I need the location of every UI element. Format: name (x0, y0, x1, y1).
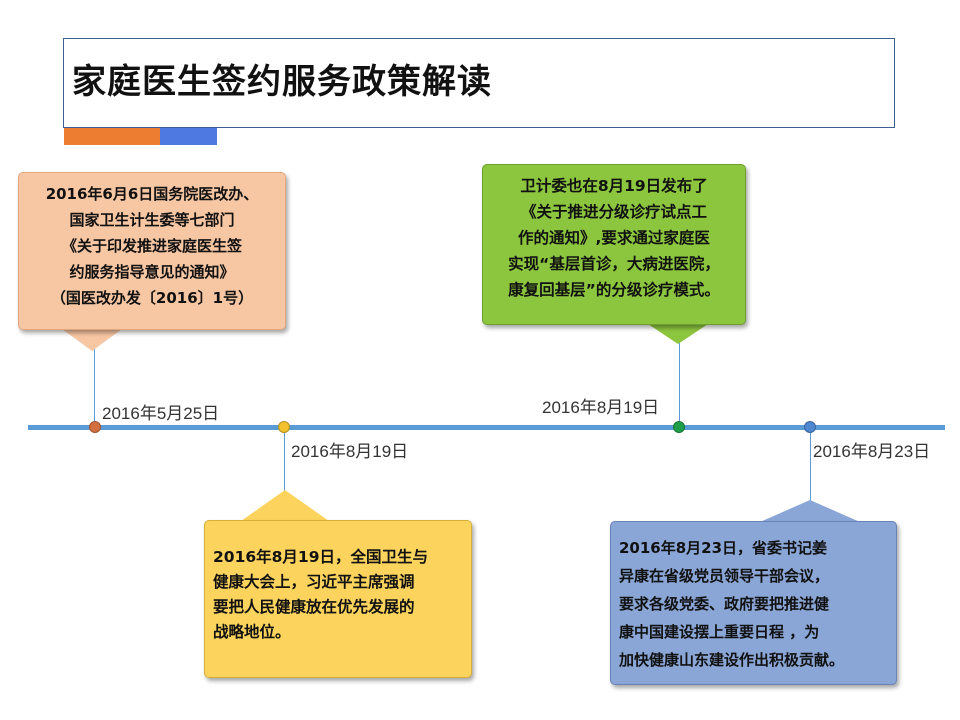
timeline-date-2: 2016年8月19日 (291, 442, 409, 461)
timeline-dot-2 (278, 421, 290, 433)
accent-bar-blue (160, 128, 217, 145)
leader-line-2 (284, 431, 285, 517)
callout-tail-green (648, 324, 708, 344)
timeline-date-4: 2016年8月23日 (813, 442, 931, 461)
slide-title: 家庭医生签约服务政策解读 (72, 62, 492, 102)
callout-tail-orange (62, 329, 122, 351)
callout-tiered-treatment: 卫计委也在8月19日发布了 《关于推进分级诊疗试点工 作的通知》,要求通过家庭医… (482, 164, 746, 325)
accent-bar-orange (64, 128, 160, 145)
title-frame (63, 38, 895, 128)
leader-line-3 (679, 324, 680, 424)
leader-line-4 (810, 431, 811, 519)
timeline-dot-1 (89, 421, 101, 433)
callout-health-conference-text: 2016年8月19日，全国卫生与 健康大会上，习近平主席强调 要把人民健康放在优… (213, 548, 428, 641)
timeline-date-3: 2016年8月19日 (542, 398, 660, 417)
timeline-dot-3 (673, 421, 685, 433)
timeline-dot-4 (804, 421, 816, 433)
callout-policy-notice: 2016年6月6日国务院医改办、 国家卫生计生委等七部门 《关于印发推进家庭医生… (18, 172, 286, 330)
callout-provincial-meeting-text: 2016年8月23日，省委书记姜 异康在省级党员领导干部会议， 要求各级党委、政… (619, 539, 845, 669)
callout-tail-blue (760, 500, 860, 522)
leader-line-1 (94, 332, 95, 424)
timeline-date-1: 2016年5月25日 (102, 404, 220, 423)
callout-tail-yellow (241, 490, 329, 521)
timeline-axis (28, 425, 945, 430)
callout-health-conference: 2016年8月19日，全国卫生与 健康大会上，习近平主席强调 要把人民健康放在优… (204, 520, 472, 678)
callout-provincial-meeting: 2016年8月23日，省委书记姜 异康在省级党员领导干部会议， 要求各级党委、政… (610, 521, 897, 685)
callout-policy-notice-text: 2016年6月6日国务院医改办、 国家卫生计生委等七部门 《关于印发推进家庭医生… (45, 185, 259, 307)
callout-tiered-treatment-text: 卫计委也在8月19日发布了 《关于推进分级诊疗试点工 作的通知》,要求通过家庭医… (508, 177, 720, 299)
